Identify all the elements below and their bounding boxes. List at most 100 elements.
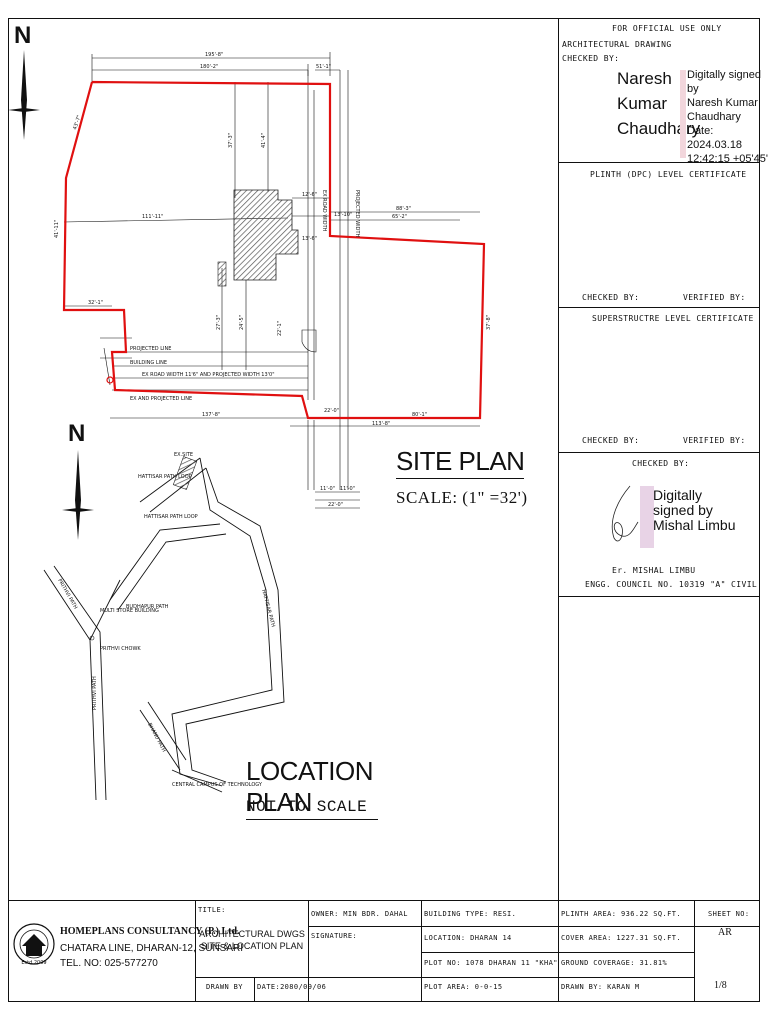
checked-by-label: CHECKED BY: — [562, 54, 620, 63]
signature-scribble — [611, 485, 654, 548]
plinth-area-field: PLINTH AREA: 936.22 SQ.FT. — [561, 910, 681, 918]
location-plan-map: EX.SITE HATTISAR PATH LOOP HATTISAR PATH… — [43, 452, 285, 801]
dim-text: 113'-8" — [372, 421, 390, 427]
tb-divider — [254, 977, 256, 1002]
location-label: PRITHVI PATH — [92, 676, 98, 710]
road-label: EX AND PROJECTED LINE — [130, 396, 192, 402]
plot-no-field: PLOT NO: 1078 DHARAN 11 "KHA" — [424, 959, 558, 967]
company-address: CHATARA LINE, DHARAN-12, SUNSARI — [60, 943, 244, 954]
site-plan-drawing: 195'-8" 180'-2" 51'-1" 43'-7" 41'-11" 11… — [54, 52, 492, 509]
signer1-details: Digitally signed by Naresh Kumar Chaudha… — [687, 69, 768, 165]
tb-rule — [195, 977, 694, 979]
signer2-details: Digitally signed by Mishal Limbu — [653, 487, 736, 533]
road-label: BUILDING LINE — [130, 360, 167, 366]
dim-text: 41'-11" — [54, 220, 60, 238]
location-label: BHANU PATH — [146, 722, 166, 753]
dim-text: 180'-2" — [200, 64, 218, 70]
panel-rule — [558, 307, 760, 309]
dim-text: 22'-1" — [277, 321, 283, 336]
tb-rule — [421, 952, 694, 954]
svg-text:Estd.2009: Estd.2009 — [21, 960, 46, 966]
dim-text: 80'-1" — [412, 412, 427, 418]
dim-text: 11'-0" — [320, 486, 335, 492]
signer1-name: Naresh Kumar Chaudhary — [617, 69, 701, 138]
site-plan-title: SITE PLAN — [396, 446, 525, 479]
north-arrow-icon — [8, 50, 40, 140]
ground-coverage-field: GROUND COVERAGE: 31.81% — [561, 959, 668, 967]
tb-rule — [308, 926, 694, 928]
location-field: LOCATION: DHARAN 14 — [424, 934, 512, 942]
plot-area-field: PLOT AREA: 0-0-15 — [424, 983, 503, 991]
road-label: PROJECTED WIDTH — [354, 190, 360, 238]
dim-text: 12'-6" — [302, 192, 317, 198]
building-type-field: BUILDING TYPE: RESI. — [424, 910, 517, 918]
drawing-title: ARCHITECTURAL DWGS SITE & LOCATION PLAN — [199, 929, 305, 951]
dim-text: 88'-3" — [396, 206, 411, 212]
dim-text: 43'-7" — [72, 114, 82, 130]
drawing-frame — [8, 18, 760, 1002]
road-label: EX ROAD WIDTH — [321, 190, 327, 232]
dim-text: 22'-0" — [328, 502, 343, 508]
verified-by-label: VERIFIED BY: — [683, 436, 746, 445]
checked-by-label: CHECKED BY: — [582, 293, 640, 302]
location-plan-title: LOCATION PLAN — [246, 756, 378, 820]
drawing-date: DATE:2080/09/06 — [257, 983, 327, 991]
engineer-council-no: ENGG. COUNCIL NO. 10319 "A" CIVIL — [585, 580, 758, 589]
title-block-top — [8, 900, 760, 902]
tb-divider — [195, 900, 197, 1002]
dim-text: 137'-8" — [202, 412, 220, 418]
location-label: EX.SITE — [174, 452, 193, 458]
dim-text: 65'-2" — [392, 214, 407, 220]
location-label: PRITHVI CHOWK — [100, 646, 141, 652]
drawn-by-field: DRAWN BY: KARAN M — [561, 983, 640, 991]
checked-by-label: CHECKED BY: — [632, 459, 690, 468]
location-label: BUDHAPUR PATH — [126, 604, 169, 610]
company-tel: TEL. NO: 025-577270 — [60, 958, 158, 969]
checked-by-label: CHECKED BY: — [582, 436, 640, 445]
official-use-label: FOR OFFICIAL USE ONLY — [612, 24, 722, 33]
owner-field: OWNER: MIN BDR. DAHAL — [311, 910, 408, 918]
dim-text: 37'-3" — [228, 133, 234, 148]
dim-text: 11'-0" — [340, 486, 355, 492]
location-label: MULTI STORE BUILDING — [100, 608, 159, 614]
dim-text: 41'-4" — [261, 133, 267, 148]
sheet-no-label: SHEET NO: — [708, 910, 750, 918]
dim-text: 27'-3" — [216, 315, 222, 330]
title-label: TITLE: — [198, 906, 226, 914]
cover-area-field: COVER AREA: 1227.31 SQ.FT. — [561, 934, 681, 942]
location-label: HATTISAR PATH LOOP — [138, 474, 192, 480]
tb-divider — [694, 900, 696, 1002]
dim-text: 195'-8" — [205, 52, 223, 58]
verified-by-label: VERIFIED BY: — [683, 293, 746, 302]
engineer-name: Er. MISHAL LIMBU — [612, 566, 696, 575]
road-label: PROJECTED LINE — [130, 346, 171, 352]
tb-divider — [421, 900, 423, 1002]
drawn-label: DRAWN BY — [206, 983, 243, 991]
dim-text: 24'-5" — [239, 315, 245, 330]
company-logo: Estd.2009 — [13, 923, 55, 966]
tb-rule — [694, 926, 760, 928]
sheet-code: AR — [718, 927, 732, 938]
superstructure-certificate-label: SUPERSTRUCTRE LEVEL CERTIFICATE — [592, 314, 754, 323]
dim-text: 111'-11" — [142, 214, 163, 220]
right-panel-divider — [558, 18, 560, 900]
north-arrow-icon — [62, 450, 94, 540]
dim-text: 37'-8" — [486, 315, 492, 330]
panel-rule — [558, 452, 760, 454]
company-name: HOMEPLANS CONSULTANCY (P.) Ltd. — [60, 926, 240, 937]
site-plan-scale: SCALE: (1" =32') — [396, 488, 528, 507]
sheet-count: 1/8 — [714, 980, 727, 991]
north-label: N — [68, 420, 86, 447]
dim-text: 32'-1" — [88, 300, 103, 306]
panel-rule — [558, 596, 760, 598]
signature-field: SIGNATURE: — [311, 932, 358, 940]
tb-divider — [558, 900, 560, 1002]
dim-text: 13'-10" — [334, 212, 352, 218]
dim-text: 13'-6" — [302, 236, 317, 242]
tb-divider — [308, 900, 310, 1002]
dim-text: 51'-1" — [316, 64, 331, 70]
panel-rule — [558, 162, 760, 164]
location-label: HATTISAR PATH LOOP — [144, 514, 198, 520]
location-plan-scale: NOT TO SCALE — [246, 798, 368, 816]
signature-mark — [680, 70, 686, 158]
